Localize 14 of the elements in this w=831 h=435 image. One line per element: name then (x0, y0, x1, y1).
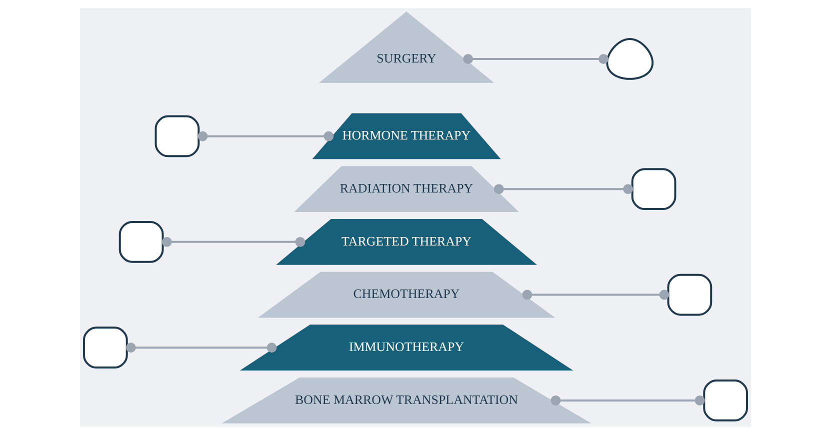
node-person (606, 38, 654, 80)
node-box (703, 380, 748, 422)
connector (162, 236, 306, 247)
connector (126, 342, 277, 353)
connector (198, 131, 334, 142)
node-box (154, 115, 200, 158)
connector (463, 54, 609, 64)
connector (522, 290, 670, 300)
node-box (83, 326, 128, 369)
node-box (118, 220, 164, 263)
connector (494, 184, 634, 194)
connector (550, 395, 705, 406)
node-box (667, 274, 712, 316)
node-box (631, 168, 676, 210)
